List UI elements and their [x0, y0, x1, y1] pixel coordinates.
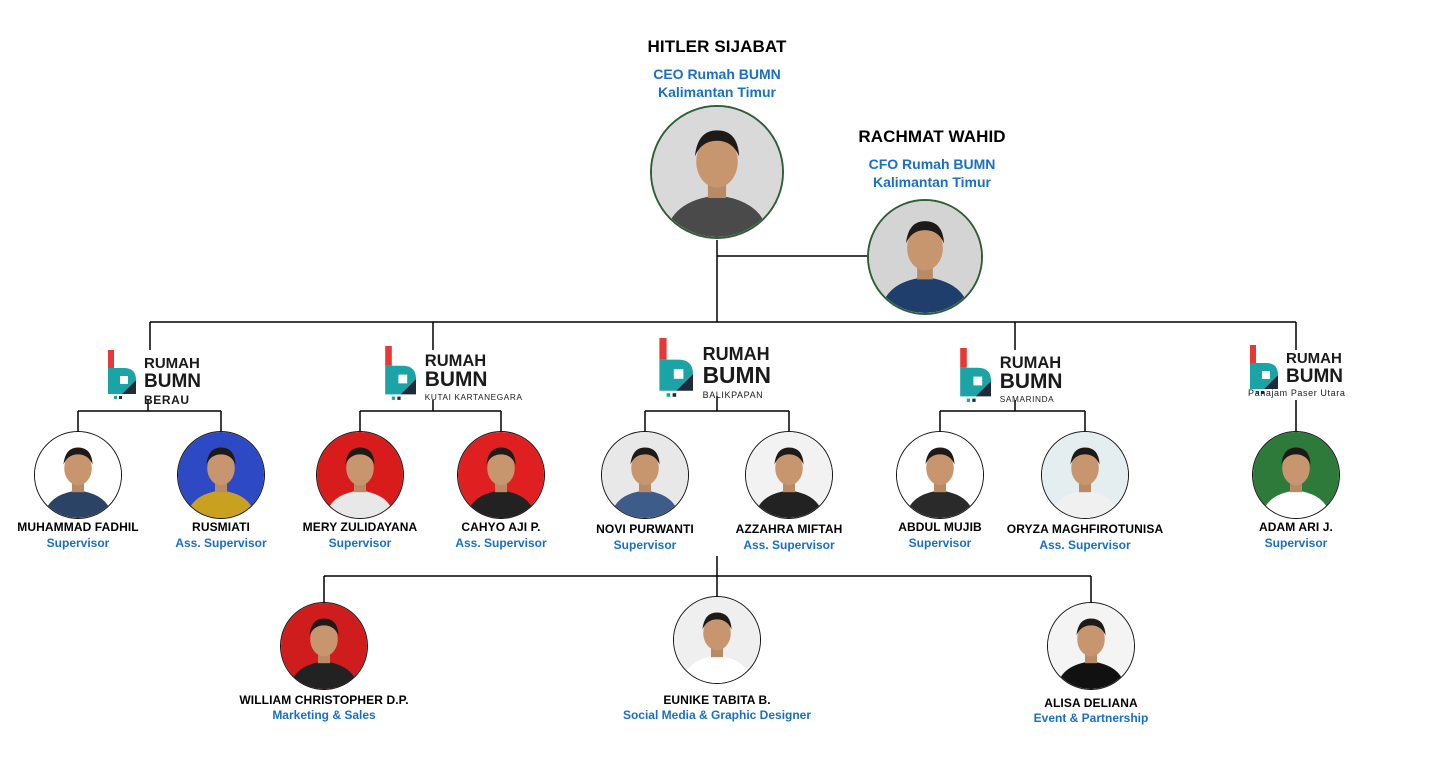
logo-word-rumah: RUMAH [702, 344, 770, 365]
rumah-bumn-logo-icon [659, 338, 693, 397]
logo-word-rumah: RUMAH [144, 355, 200, 372]
ceo-role-line1: CEO Rumah BUMN [653, 66, 781, 82]
staff-name: ABDUL MUJIB [898, 520, 982, 534]
logo-word-bumn: BUMN [424, 368, 488, 392]
ceo-name: HITLER SIJABAT [647, 37, 787, 56]
logo-word-rumah: RUMAH [424, 351, 487, 370]
staff-role: Supervisor [1264, 536, 1328, 550]
staff-role: Ass. Supervisor [743, 538, 835, 552]
staff-role: Supervisor [46, 536, 110, 550]
staff-photo [745, 431, 833, 519]
logo-branch-name: Panajam Paser Utara [1248, 388, 1346, 398]
staff-name: ADAM ARI J. [1259, 520, 1333, 534]
cfo-name: RACHMAT WAHID [858, 127, 1006, 146]
ceo-role-line2: Kalimantan Timur [658, 84, 776, 100]
team-name: EUNIKE TABITA B. [663, 693, 771, 707]
staff-photo [601, 431, 689, 519]
logo-word-rumah: RUMAH [1286, 350, 1342, 367]
staff-name: AZZAHRA MIFTAH [735, 522, 843, 536]
logo-word-bumn: BUMN [1286, 366, 1343, 387]
staff-photo [1252, 431, 1340, 519]
cfo-photo [867, 199, 983, 315]
logo-word-bumn: BUMN [999, 370, 1063, 394]
staff-role: Supervisor [613, 538, 677, 552]
ceo-photo [650, 105, 784, 239]
logo-branch-name: KUTAI KARTANEGARA [424, 393, 523, 403]
rumah-bumn-logo-icon [108, 350, 136, 399]
logo-branch-name: BERAU [144, 393, 190, 407]
rumah-bumn-logo-icon [960, 348, 991, 402]
staff-role: Ass. Supervisor [455, 536, 547, 550]
team-photo [280, 602, 368, 690]
cfo-role-line1: CFO Rumah BUMN [868, 156, 996, 172]
staff-name: ORYZA MAGHFIROTUNISA [1006, 522, 1164, 536]
staff-photo [896, 431, 984, 519]
logo-branch-name: BALIKPAPAN [702, 389, 764, 400]
staff-name: CAHYO AJI P. [461, 520, 541, 534]
staff-role: Supervisor [328, 536, 392, 550]
rumah-bumn-logo-icon [1250, 345, 1278, 394]
staff-name: NOVI PURWANTI [596, 522, 694, 536]
team-role: Social Media & Graphic Designer [622, 708, 812, 722]
staff-role: Supervisor [908, 536, 972, 550]
staff-photo [1041, 431, 1129, 519]
staff-photo [316, 431, 404, 519]
staff-role: Ass. Supervisor [175, 536, 267, 550]
logo-word-bumn: BUMN [144, 371, 201, 392]
staff-name: MERY ZULIDAYANA [302, 520, 418, 534]
logo-branch-name: SAMARINDA [999, 395, 1055, 405]
staff-name: RUSMIATI [192, 520, 250, 534]
team-name: ALISA DELIANA [1044, 696, 1138, 710]
rumah-bumn-logo-icon [385, 346, 416, 400]
team-photo [673, 596, 761, 684]
team-role: Marketing & Sales [272, 708, 376, 722]
team-role: Event & Partnership [1033, 711, 1149, 725]
staff-name: MUHAMMAD FADHIL [17, 520, 139, 534]
staff-role: Ass. Supervisor [1039, 538, 1131, 552]
team-name: WILLIAM CHRISTOPHER D.P. [239, 693, 409, 707]
cfo-role-line2: Kalimantan Timur [873, 174, 991, 190]
logo-word-rumah: RUMAH [999, 353, 1062, 372]
team-photo [1047, 602, 1135, 690]
staff-photo [177, 431, 265, 519]
staff-photo [34, 431, 122, 519]
staff-photo [457, 431, 545, 519]
logo-word-bumn: BUMN [702, 362, 771, 389]
